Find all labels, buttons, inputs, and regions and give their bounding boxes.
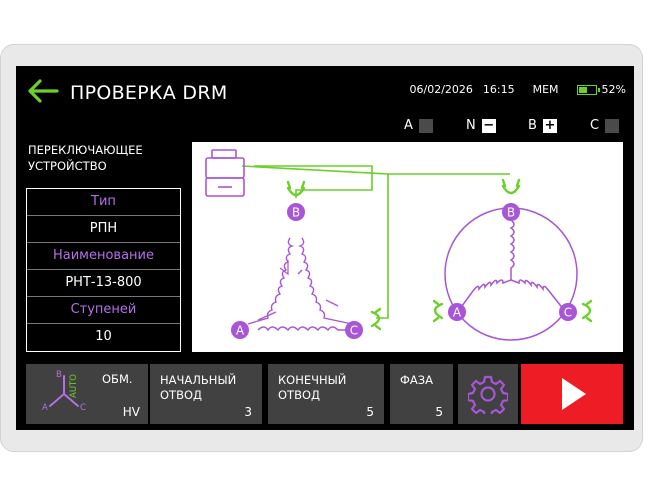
end-tap-selector[interactable]: КОНЕЧНЫЙ ОТВОД 5	[268, 364, 384, 424]
star-node-b-label: B	[507, 206, 515, 220]
start-tap-selector[interactable]: НАЧАЛЬНЫЙ ОТВОД 3	[150, 364, 262, 424]
steps-label: Ступеней	[27, 297, 180, 324]
clamp-icon	[501, 178, 521, 195]
star-node-c-label: C	[564, 306, 572, 320]
delta-node-c-label: C	[350, 324, 358, 338]
caption-line: ПЕРЕКЛЮЧАЮЩЕЕ	[28, 143, 143, 157]
battery-icon	[576, 84, 600, 95]
wire-to-delta-b	[254, 165, 373, 198]
name-value[interactable]: РНТ-13-800	[27, 270, 180, 297]
status-bar: 06/02/2026 16:15 MEM 52%	[410, 83, 627, 96]
start-tap-value: 3	[244, 405, 252, 419]
end-tap-label-line: ОТВОД	[278, 388, 321, 402]
phase-indicator-b: B +	[528, 118, 557, 133]
delta-node-a-label: A	[236, 324, 245, 338]
winding-letter-a: A	[42, 403, 48, 413]
delta-node-b: B	[287, 203, 305, 221]
start-tap-label-line: ОТВОД	[160, 388, 203, 402]
phase-value: 5	[435, 405, 443, 419]
play-icon	[562, 378, 586, 410]
toolbox-icon	[205, 149, 245, 197]
status-date: 06/02/2026	[409, 83, 473, 96]
clamp-icon	[581, 299, 593, 323]
battery-percent: 52%	[601, 83, 626, 96]
connection-diagram: B A C	[192, 142, 623, 352]
phase-state-box: −	[481, 117, 496, 133]
phase-state-box	[418, 118, 433, 133]
winding-letter-c: C	[80, 403, 86, 413]
star-node-c: C	[559, 303, 577, 321]
switching-device-caption: ПЕРЕКЛЮЧАЮЩЕЕ УСТРОЙСТВО	[28, 142, 143, 174]
connection-diagram-svg: B A C	[205, 149, 593, 341]
delta-node-a: A	[231, 321, 249, 339]
winding-value: HV	[122, 405, 140, 419]
phase-state-box: +	[542, 117, 557, 133]
auto-label: AUTO	[69, 374, 79, 398]
memory-indicator[interactable]: MEM	[532, 83, 559, 96]
phase-label: C	[590, 118, 600, 133]
star-winding	[444, 207, 578, 341]
back-arrow-icon[interactable]	[26, 78, 60, 104]
end-tap-label-line: КОНЕЧНЫЙ	[278, 373, 347, 387]
star-node-a-label: A	[453, 306, 462, 320]
phase-indicator-a: A	[404, 118, 433, 133]
type-value[interactable]: РПН	[27, 216, 180, 243]
delta-winding	[247, 237, 353, 332]
steps-value[interactable]: 10	[95, 329, 112, 344]
star-node-b: B	[502, 203, 520, 221]
phase-indicator-n: N −	[466, 118, 496, 133]
wire-to-delta-c	[241, 165, 389, 319]
delta-node-c: C	[345, 321, 363, 339]
phase-label: B	[528, 118, 537, 133]
phase-indicator-c: C	[590, 118, 620, 133]
winding-icon: B A C AUTO	[42, 370, 86, 413]
phase-selector[interactable]: ФАЗА 5	[390, 364, 453, 424]
clamp-icon	[432, 299, 444, 323]
name-label: Наименование	[27, 243, 180, 270]
clamp-icon	[370, 307, 382, 331]
star-node-a: A	[448, 303, 466, 321]
page-title: ПРОВЕРКА DRM	[70, 82, 228, 104]
settings-button[interactable]	[458, 364, 518, 424]
status-time: 16:15	[482, 83, 515, 96]
start-test-button[interactable]	[521, 364, 623, 424]
switching-device-table: Тип РПН Наименование РНТ-13-800 Ступеней…	[26, 188, 181, 352]
phase-label: ФАЗА	[400, 373, 434, 387]
winding-selector[interactable]: B A C AUTO ОБМ. HV	[26, 364, 148, 424]
end-tap-label: КОНЕЧНЫЙ ОТВОД	[278, 373, 346, 403]
type-label: Тип	[27, 189, 180, 216]
delta-node-b-label: B	[292, 206, 300, 220]
winding-label: ОБМ.	[102, 372, 133, 386]
device-screen: ПРОВЕРКА DRM 06/02/2026 16:15 MEM 52% A …	[16, 66, 634, 430]
caption-line: УСТРОЙСТВО	[28, 159, 107, 173]
end-tap-value: 5	[366, 405, 374, 419]
winding-letter-b: B	[56, 370, 62, 380]
start-tap-label: НАЧАЛЬНЫЙ ОТВОД	[160, 373, 236, 403]
phase-label: N	[466, 118, 476, 133]
phase-label: A	[404, 118, 413, 133]
gear-icon	[468, 375, 508, 414]
phase-state-box	[605, 118, 620, 133]
start-tap-label-line: НАЧАЛЬНЫЙ	[160, 373, 237, 387]
clamp-icon	[286, 180, 306, 197]
